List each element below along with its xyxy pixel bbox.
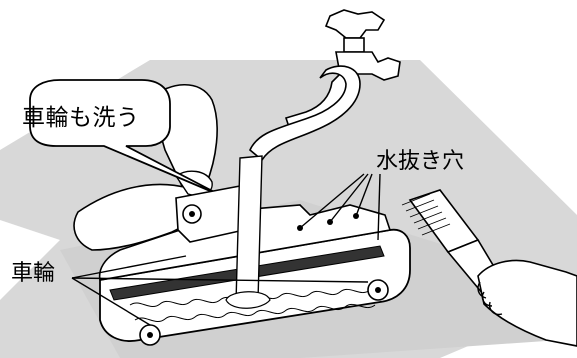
drain-holes-label: 水抜き穴 bbox=[376, 149, 465, 174]
wheel-left bbox=[139, 324, 161, 346]
wash-callout-bubble bbox=[29, 79, 223, 197]
wheels-label: 車輪 bbox=[11, 261, 56, 286]
wheel-right bbox=[367, 279, 389, 301]
drain-hole-leaders bbox=[299, 173, 381, 241]
wash-wheels-callout: 車輪も洗う bbox=[22, 105, 140, 131]
wheel-rear bbox=[182, 204, 202, 224]
wheel-leaders bbox=[71, 255, 369, 326]
water-splash bbox=[225, 291, 271, 309]
right-hand-fingers bbox=[477, 281, 503, 316]
